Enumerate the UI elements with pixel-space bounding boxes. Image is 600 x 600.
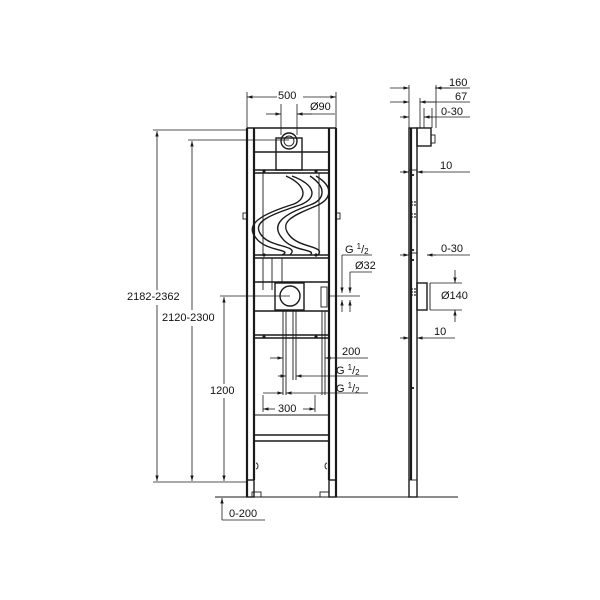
side-view-dimensions [390,85,470,340]
overall-height-label: 2182-2362 [127,291,180,303]
side-upper-gap-label: 10 [440,160,453,172]
front-view-frame [215,127,455,498]
outlet-thread-label: G 1/2 [345,242,369,256]
outlet-height-1200-label: 1200 [210,385,235,397]
outlet-diameter-label: Ø32 [355,260,376,272]
side-flange-diameter-label: Ø140 [441,290,468,302]
width-500-label: 500 [278,90,297,102]
top-pipe-diameter-label: Ø90 [310,101,331,113]
side-lower-gap-label: 10 [434,326,447,338]
inlet1-thread-label: G 1/2 [336,363,360,377]
inlet2-thread-label: G 1/2 [336,381,360,395]
foot-adjust-label: 0-200 [229,508,258,520]
side-depth-67-label: 67 [455,91,468,103]
frame-height-label: 2120-2300 [162,312,215,324]
side-mid-adjust-label: 0-30 [441,243,464,255]
inlet-spacing-300-label: 300 [278,403,297,415]
side-depth-160-label: 160 [449,77,468,89]
side-top-adjust-label: 0-30 [441,106,464,118]
inlet-offset-200-label: 200 [342,346,361,358]
side-view-frame [395,127,458,498]
front-view-dimensions [153,92,372,521]
